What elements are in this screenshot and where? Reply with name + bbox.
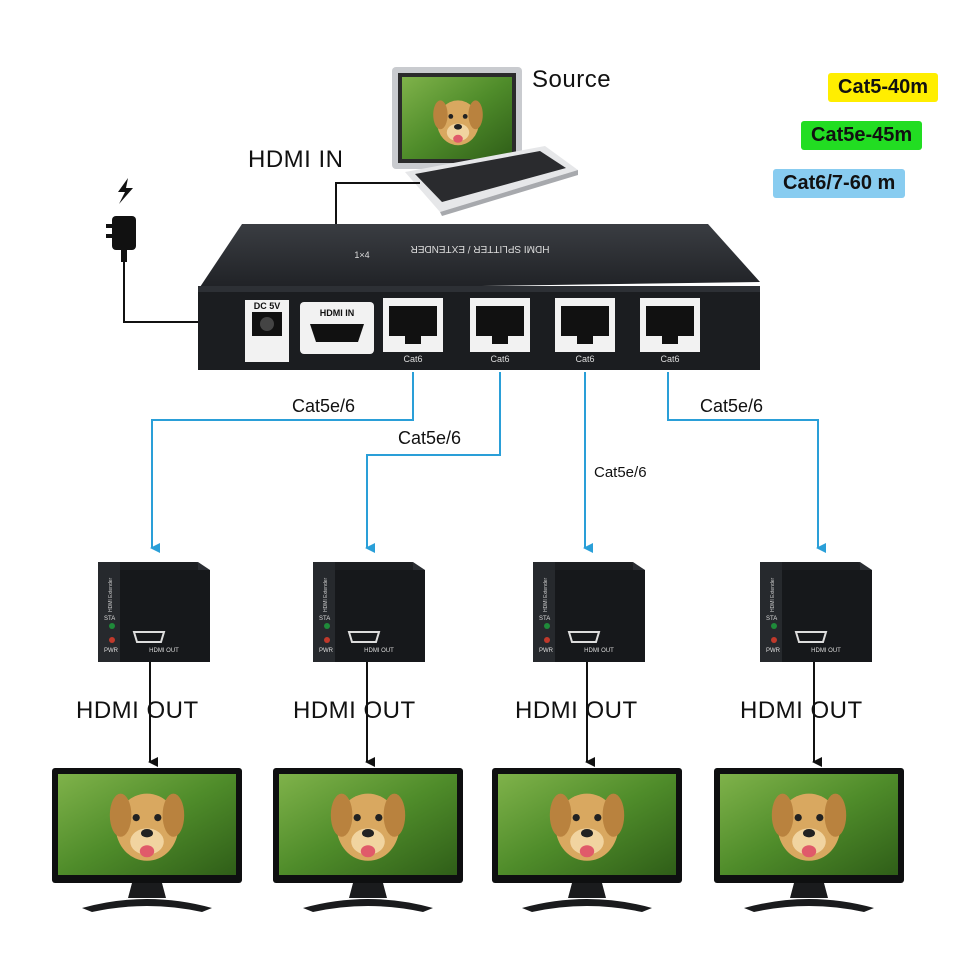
rj45-port-label: Cat6 xyxy=(403,354,422,364)
receiver-pwr-label: PWR xyxy=(539,648,554,654)
receiver-hdmi-out-label: HDMI OUT xyxy=(149,648,179,654)
receiver-3 xyxy=(533,562,645,662)
power-adapter-icon xyxy=(106,216,136,262)
distance-badge-cat5e: Cat5e-45m xyxy=(801,121,923,150)
rj45-port-label: Cat6 xyxy=(575,354,594,364)
splitter-device xyxy=(198,224,760,370)
receiver-1 xyxy=(98,562,210,662)
source-label: Source xyxy=(532,66,612,93)
tv-monitor-icon xyxy=(492,768,682,912)
receiver-sta-label: STA xyxy=(319,616,330,622)
receiver-hdmi-out-label: HDMI OUT xyxy=(584,648,614,654)
hdmi-out-label-3: HDMI OUT xyxy=(515,697,638,724)
tv-monitor-icon xyxy=(52,768,242,912)
cable-label-3: Cat5e/6 xyxy=(594,464,647,481)
cable-line-1 xyxy=(150,372,414,553)
cable-label-1: Cat5e/6 xyxy=(292,396,356,416)
hdmi-out-label-4: HDMI OUT xyxy=(740,697,863,724)
distance-badge-cat5: Cat5-40m xyxy=(828,73,939,102)
cable-line-2 xyxy=(365,372,501,553)
hdmi-out-label-1: HDMI OUT xyxy=(76,697,199,724)
rj45-port-label: Cat6 xyxy=(660,354,679,364)
cable-line-4 xyxy=(667,372,826,553)
hdmi-out-label-2: HDMI OUT xyxy=(293,697,416,724)
receiver-hdmi-out-label: HDMI OUT xyxy=(364,648,394,654)
tv-monitor-icon xyxy=(714,768,904,912)
hdmi-in-label: HDMI IN xyxy=(248,146,344,173)
receiver-side-text: HDMI Extender xyxy=(770,577,776,612)
receiver-sta-label: STA xyxy=(766,616,777,622)
receiver-2 xyxy=(313,562,425,662)
receiver-hdmi-out-label: HDMI OUT xyxy=(811,648,841,654)
receiver-pwr-label: PWR xyxy=(319,648,334,654)
cable-label-4: Cat5e/6 xyxy=(700,396,764,416)
receiver-4 xyxy=(760,562,872,662)
receiver-side-text: HDMI Extender xyxy=(543,577,549,612)
receiver-side-text: HDMI Extender xyxy=(323,577,329,612)
receiver-sta-label: STA xyxy=(539,616,550,622)
receiver-side-text: HDMI Extender xyxy=(108,577,114,612)
dc-port-label: DC 5V xyxy=(254,301,281,311)
splitter-model-tag: 1×4 xyxy=(354,250,369,260)
hdmi-port-label: HDMI IN xyxy=(320,308,355,318)
laptop-icon xyxy=(392,67,578,216)
receiver-pwr-label: PWR xyxy=(766,648,781,654)
tv-monitor-icon xyxy=(273,768,463,912)
rj45-port-label: Cat6 xyxy=(490,354,509,364)
distance-badge-cat6: Cat6/7-60 m xyxy=(773,169,906,198)
power-bolt-icon xyxy=(118,178,133,204)
splitter-top-text: HDMI SPLITTER / EXTENDER xyxy=(411,243,550,254)
receiver-sta-label: STA xyxy=(104,616,115,622)
receiver-pwr-label: PWR xyxy=(104,648,119,654)
cable-label-2: Cat5e/6 xyxy=(398,428,462,448)
